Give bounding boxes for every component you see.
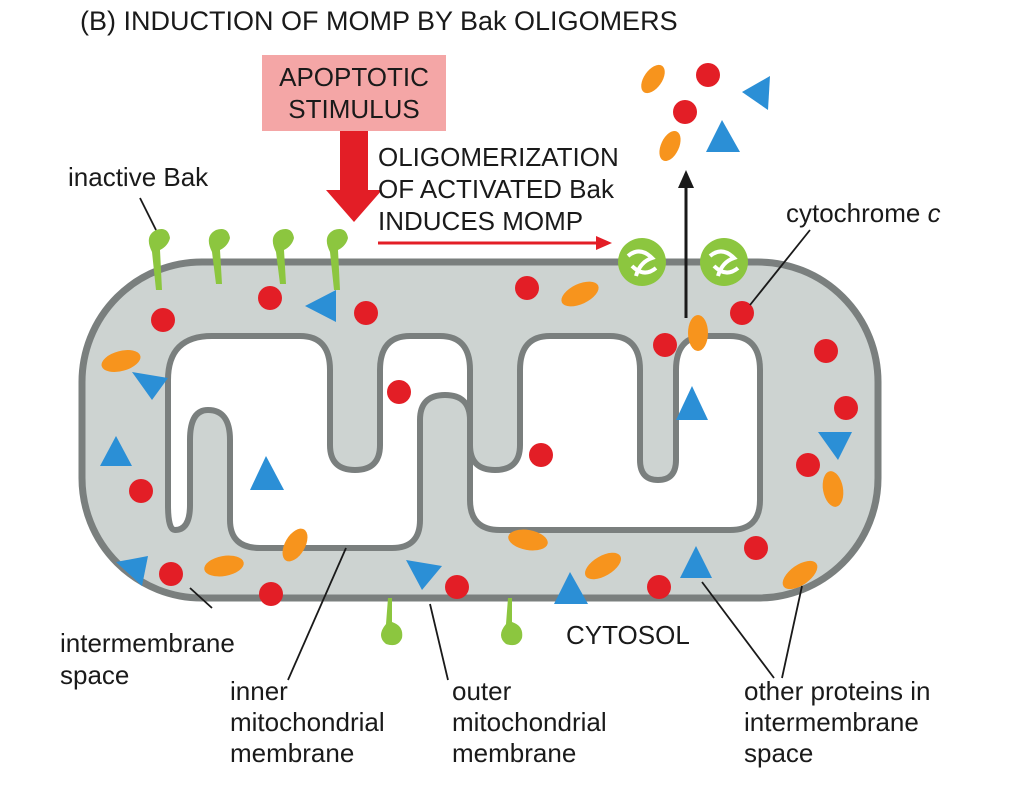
cytochrome-c-icon [129, 63, 858, 606]
inactive-bak-icon [381, 598, 523, 646]
leader-inner-membrane [287, 547, 347, 681]
leader-other-proteins-a [701, 581, 775, 679]
leader-cytochrome [749, 229, 811, 306]
label-other-2: intermembrane [744, 707, 919, 737]
inactive-bak-icon [148, 229, 348, 290]
apoptotic-stimulus: APOPTOTIC STIMULUS [262, 55, 446, 222]
label-other-3: space [744, 738, 813, 768]
process-line1: OLIGOMERIZATION [378, 142, 619, 172]
label-cytochrome-c: cytochrome c [786, 198, 941, 228]
leader-inactive-bak [139, 197, 157, 231]
label-inactive-bak: inactive Bak [68, 162, 209, 192]
leader-intermembrane [189, 587, 213, 609]
label-intermembrane-1: intermembrane [60, 628, 235, 658]
label-outer-2: mitochondrial [452, 707, 607, 737]
bak-oligomer-icon [618, 238, 748, 286]
label-intermembrane-2: space [60, 660, 129, 690]
stimulus-line2: STIMULUS [288, 94, 419, 124]
label-outer-3: membrane [452, 738, 576, 768]
stimulus-arrow [326, 131, 382, 222]
oligomerization-arrow [378, 236, 612, 250]
triangle-protein-icon [100, 76, 852, 604]
process-line3: INDUCES MOMP [378, 206, 583, 236]
oval-protein-icon [101, 64, 844, 590]
release-arrow [678, 170, 694, 318]
process-line2: OF ACTIVATED Bak [378, 174, 615, 204]
label-outer-1: outer [452, 676, 512, 706]
leader-outer-membrane [429, 603, 449, 681]
label-inner-1: inner [230, 676, 288, 706]
figure-title: (B) INDUCTION OF MOMP BY Bak OLIGOMERS [80, 6, 678, 36]
label-inner-2: mitochondrial [230, 707, 385, 737]
inner-membrane [165, 333, 763, 551]
stimulus-box [262, 55, 446, 131]
label-other-1: other proteins in [744, 676, 930, 706]
leader-other-proteins-b [781, 585, 803, 679]
label-inner-3: membrane [230, 738, 354, 768]
stimulus-line1: APOPTOTIC [279, 62, 429, 92]
label-cytosol: CYTOSOL [566, 620, 690, 650]
